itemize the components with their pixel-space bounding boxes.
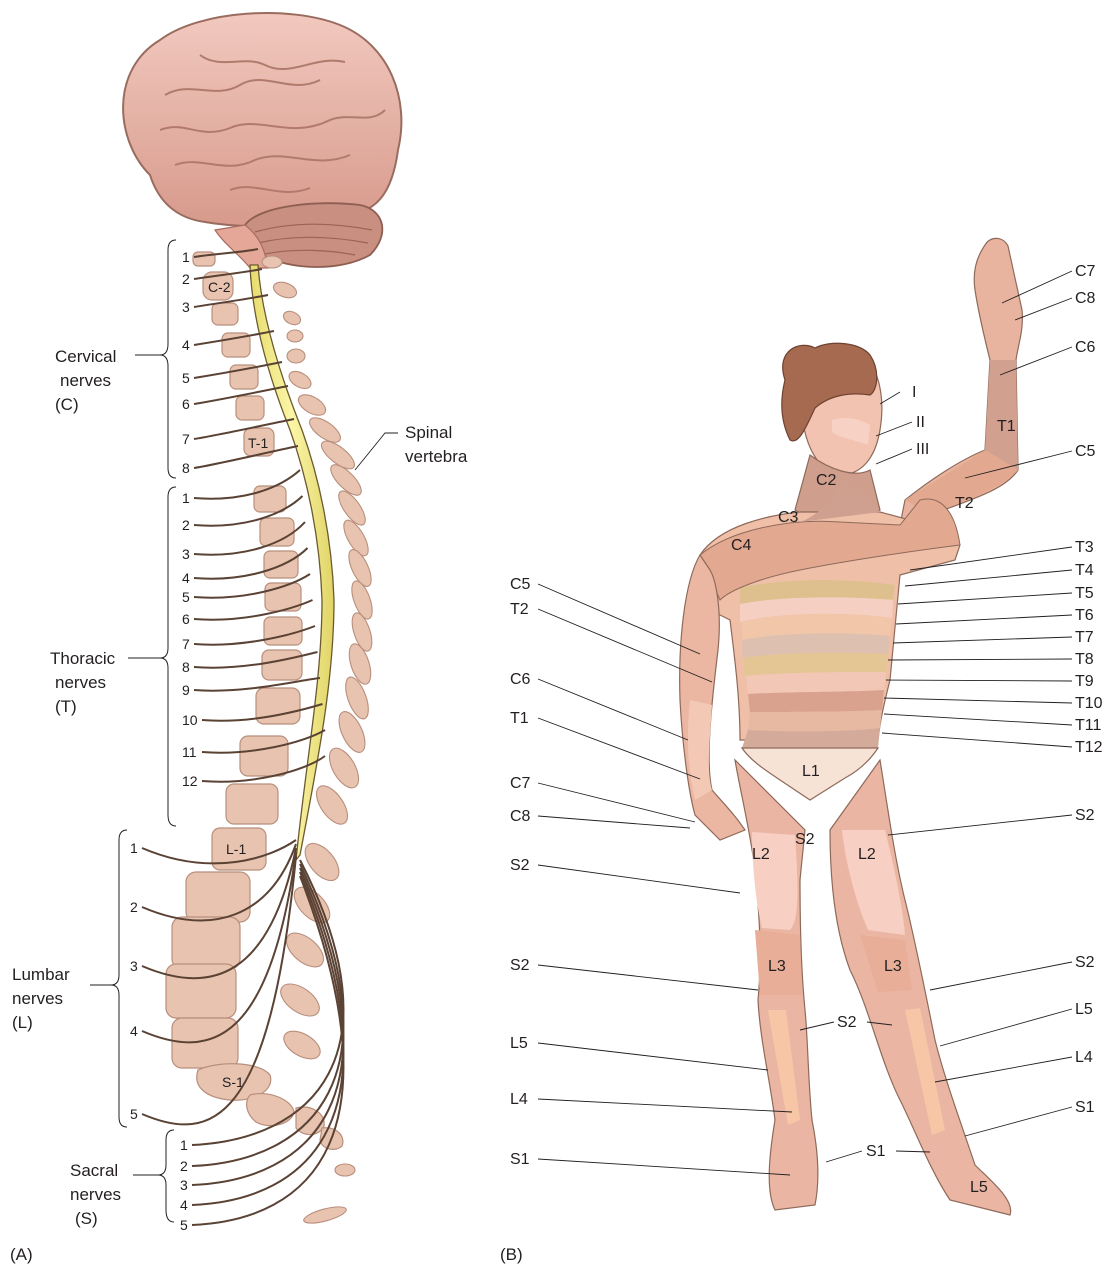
right-label-c8: C8 [1075, 290, 1096, 307]
thoracic-nerves-label: Thoracic nerves (T) [50, 649, 120, 716]
left-label-t1: T1 [510, 710, 529, 727]
dermatome-l2-right: L2 [858, 846, 876, 863]
right-label-t7: T7 [1075, 629, 1094, 646]
right-label-c6: C6 [1075, 339, 1096, 356]
left-label-l4: L4 [510, 1091, 528, 1108]
thoracic-nerve-number: 12 [182, 773, 198, 789]
center-label-s2: S2 [837, 1014, 857, 1031]
thoracic-nerve-number: 3 [182, 546, 190, 562]
spinal-column [166, 252, 376, 1226]
left-label-l5: L5 [510, 1035, 528, 1052]
dermatome-s2-center: S2 [795, 831, 815, 848]
lumbar-nerve-number: 5 [130, 1106, 138, 1122]
face-label-i: I [912, 384, 916, 401]
lumbar-brace [111, 830, 127, 1127]
sacral-nerve-number: 3 [180, 1177, 188, 1193]
lumbar-nerve-number: 2 [130, 899, 138, 915]
sacral-nerve-number: 5 [180, 1217, 188, 1233]
face-label-ii: II [916, 414, 925, 431]
lumbar-nerve-number: 1 [130, 840, 138, 856]
left-label-c5: C5 [510, 576, 531, 593]
left-label-t2: T2 [510, 601, 529, 618]
dermatome-l1: L1 [802, 763, 820, 780]
sacral-nerve-number: 1 [180, 1137, 188, 1153]
right-label-s2-thigh: S2 [1075, 807, 1095, 824]
sacral-nerve-number: 2 [180, 1158, 188, 1174]
panel-a-label: (A) [10, 1245, 33, 1264]
lumbar-nerve-number: 3 [130, 958, 138, 974]
center-label-s1: S1 [866, 1143, 886, 1160]
thoracic-brace [160, 487, 176, 826]
cervical-nerve-number: 1 [182, 249, 190, 265]
right-label-s2-knee: S2 [1075, 954, 1095, 971]
cervical-nerve-number: 3 [182, 299, 190, 315]
brain-illustration [123, 13, 401, 268]
thoracic-nerve-number: 9 [182, 682, 190, 698]
panel-b-label: (B) [500, 1245, 523, 1264]
cervical-nerve-number: 4 [182, 337, 190, 353]
right-label-t9: T9 [1075, 673, 1094, 690]
vertebra-label-c2: C-2 [208, 279, 231, 295]
left-label-c6: C6 [510, 671, 531, 688]
right-label-t12: T12 [1075, 739, 1103, 756]
right-label-t5: T5 [1075, 585, 1094, 602]
right-label-s1: S1 [1075, 1099, 1095, 1116]
right-label-t10: T10 [1075, 695, 1103, 712]
left-label-s1: S1 [510, 1151, 530, 1168]
dermatome-figure [680, 238, 1023, 1215]
dermatome-t2-arm: T2 [955, 495, 974, 512]
cervical-brace [160, 240, 176, 478]
panel-b: C2 C3 C4 T1 T2 L1 S2 L2 L2 L3 L3 L5 I II… [500, 238, 1103, 1264]
spinal-vertebra-leader [355, 433, 398, 470]
thoracic-nerve-number: 10 [182, 712, 198, 728]
cervical-nerves-label: Cervical nerves (C) [55, 347, 121, 414]
dermatome-t1-arm: T1 [997, 418, 1016, 435]
right-label-t6: T6 [1075, 607, 1094, 624]
cervical-nerve-number: 5 [182, 370, 190, 386]
dermatome-l3-right: L3 [884, 958, 902, 975]
dermatome-l2-left: L2 [752, 846, 770, 863]
cervical-nerve-number: 2 [182, 271, 190, 287]
right-label-t4: T4 [1075, 562, 1094, 579]
right-label-l5: L5 [1075, 1001, 1093, 1018]
sacral-brace [158, 1130, 174, 1222]
left-label-s2-thigh: S2 [510, 857, 530, 874]
left-label-c7: C7 [510, 775, 531, 792]
thoracic-nerve-number: 6 [182, 611, 190, 627]
dermatome-c3: C3 [778, 509, 799, 526]
cervical-nerve-number: 6 [182, 396, 190, 412]
thoracic-nerve-number: 2 [182, 517, 190, 533]
dermatome-l3-left: L3 [768, 958, 786, 975]
dermatome-c4: C4 [731, 537, 752, 554]
right-label-l4: L4 [1075, 1049, 1093, 1066]
right-label-t8: T8 [1075, 651, 1094, 668]
lumbar-nerves-label: Lumbar nerves (L) [12, 965, 74, 1032]
dermatome-c2: C2 [816, 472, 837, 489]
left-label-s2-knee: S2 [510, 957, 530, 974]
thoracic-nerve-number: 7 [182, 636, 190, 652]
thoracic-nerve-number: 4 [182, 570, 190, 586]
left-label-c8: C8 [510, 808, 531, 825]
vertebra-label-t1: T-1 [248, 435, 268, 451]
right-label-c7: C7 [1075, 263, 1096, 280]
thoracic-nerve-number: 11 [182, 744, 197, 760]
vertebra-label-l1: L-1 [226, 841, 246, 857]
thoracic-nerve-number: 8 [182, 659, 190, 675]
sacral-nerve-number: 4 [180, 1197, 188, 1213]
right-label-c5: C5 [1075, 443, 1096, 460]
lumbar-nerve-number: 4 [130, 1023, 138, 1039]
cervical-nerve-number: 7 [182, 431, 190, 447]
thoracic-nerve-number: 5 [182, 589, 190, 605]
dermatome-l5-foot: L5 [970, 1179, 988, 1196]
cervical-nerve-number: 8 [182, 460, 190, 476]
panel-a: C-2 T-1 L-1 S-1 123456781234567891011121… [10, 13, 468, 1264]
right-label-t3: T3 [1075, 539, 1094, 556]
face-label-iii: III [916, 441, 929, 458]
thoracic-nerve-number: 1 [182, 490, 190, 506]
thoracic-nerve-root [194, 678, 320, 691]
right-label-t11: T11 [1075, 717, 1101, 734]
sacral-nerves-label: Sacral nerves (S) [70, 1161, 126, 1228]
